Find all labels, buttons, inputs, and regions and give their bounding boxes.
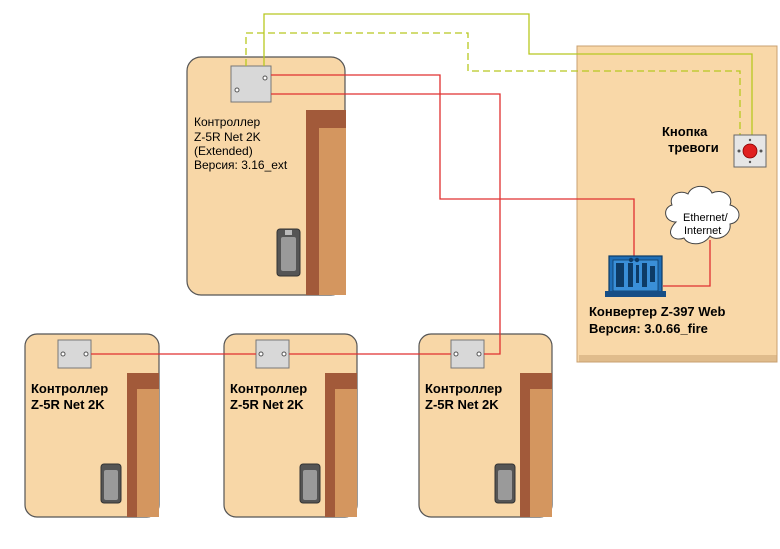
alarm-button-label-line1: Кнопка — [662, 124, 708, 139]
junction-box — [230, 65, 272, 103]
card-reader — [494, 463, 516, 504]
bottom-controller-2-line2: Z-5R Net 2K — [230, 397, 304, 412]
converter-label-line1: Конвертер Z-397 Web — [589, 304, 726, 319]
top-controller-line4: Версия: 3.16_ext — [194, 158, 288, 172]
cloud-label-line2: Internet — [684, 225, 721, 237]
bottom-controller-1: Контроллер Z-5R Net 2K — [24, 333, 160, 518]
bottom-controller-2: Контроллер Z-5R Net 2K — [223, 333, 358, 518]
alarm-button: Кнопка тревоги — [662, 124, 767, 168]
wire-alarm-solid — [263, 13, 753, 138]
cloud-label-line1: Ethernet/ — [683, 212, 729, 224]
card-reader — [276, 228, 301, 277]
wire-alarm-dashed — [245, 32, 741, 138]
wire-converter-to-cloud — [663, 240, 711, 287]
top-controller-line1: Контроллер — [194, 115, 261, 129]
top-controller: Контроллер Z-5R Net 2K (Extended) Версия… — [186, 56, 346, 296]
alarm-button-label-line2: тревоги — [668, 140, 719, 155]
bottom-controller-1-line2: Z-5R Net 2K — [31, 397, 105, 412]
bottom-controller-1-line1: Контроллер — [31, 381, 108, 396]
wire-top-to-bottom — [271, 93, 501, 355]
top-controller-line2: Z-5R Net 2K — [194, 130, 261, 144]
card-reader — [299, 463, 321, 504]
card-reader — [100, 463, 122, 504]
cloud-icon: Ethernet/ Internet — [665, 185, 740, 245]
converter-device — [605, 255, 666, 297]
converter-label-line2: Версия: 3.0.66_fire — [589, 321, 708, 336]
red-wires — [91, 74, 711, 355]
bottom-controller-3: Контроллер Z-5R Net 2K — [418, 333, 553, 518]
bottom-controller-3-line1: Контроллер — [425, 381, 502, 396]
alarm-button-icon — [742, 143, 758, 159]
bottom-controller-2-line1: Контроллер — [230, 381, 307, 396]
yellow-wires — [245, 13, 753, 138]
bottom-controller-3-line2: Z-5R Net 2K — [425, 397, 499, 412]
wire-top-to-converter — [271, 74, 635, 258]
top-controller-line3: (Extended) — [194, 144, 253, 158]
